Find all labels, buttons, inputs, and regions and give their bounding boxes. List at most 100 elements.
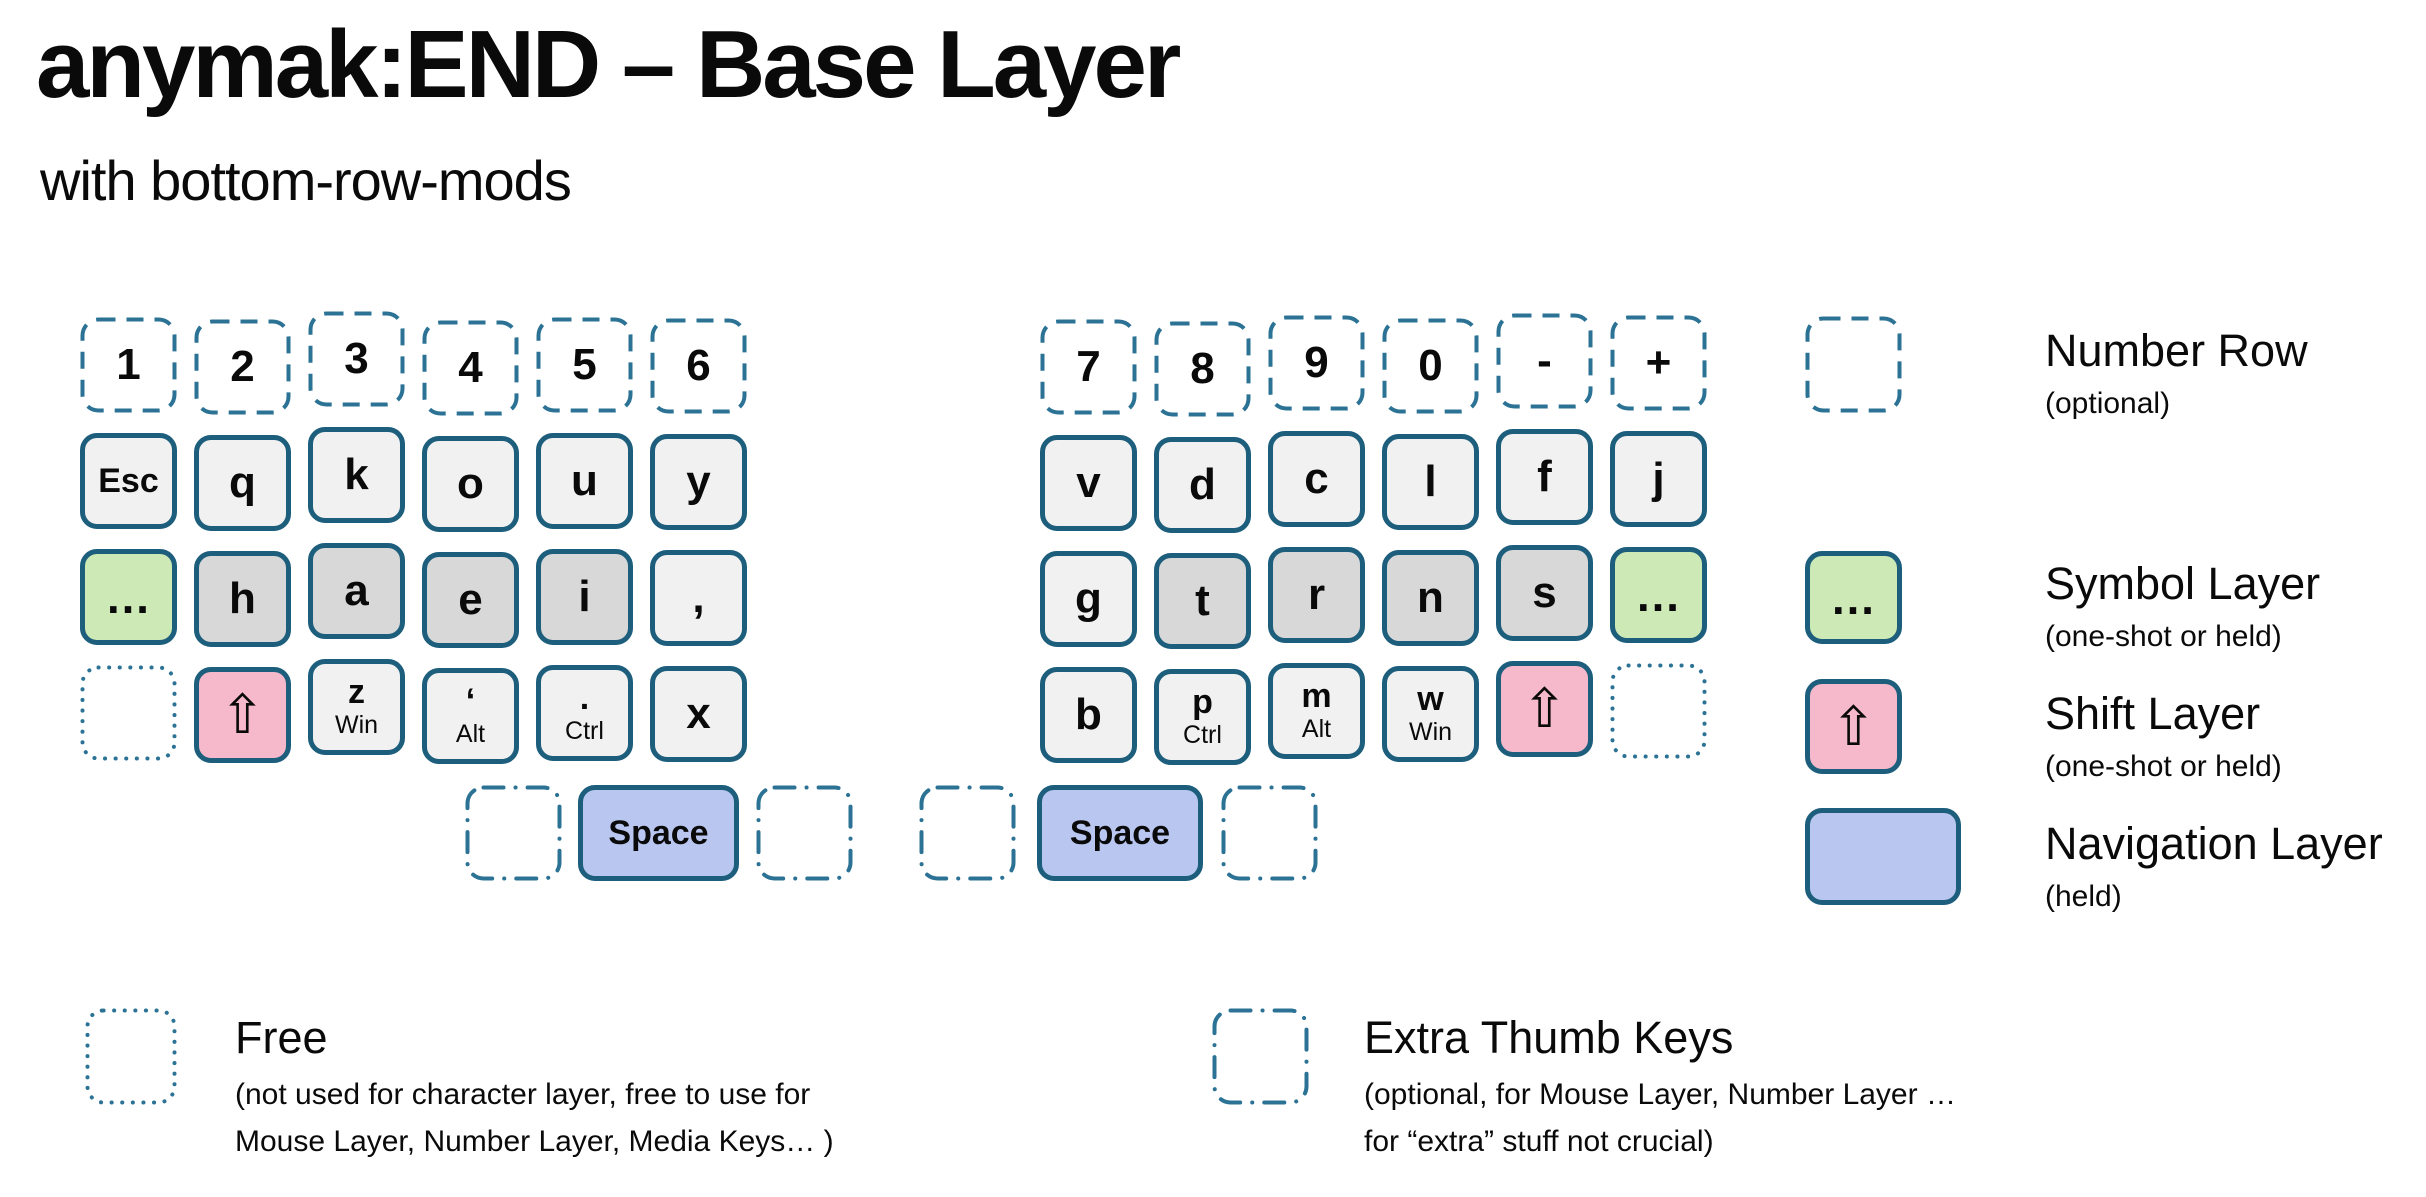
- key-label: s: [1532, 568, 1557, 617]
- key-label: o: [457, 459, 484, 508]
- key-label: 3: [344, 334, 369, 383]
- legend-swatch-number-row: [1805, 316, 1902, 413]
- legend-note: (optional): [2045, 387, 2171, 420]
- dotted-key-outline: [1610, 663, 1707, 759]
- key-0: 0: [1382, 318, 1479, 414]
- key-i: i: [536, 549, 633, 645]
- key-label: …: [1830, 571, 1877, 624]
- key-e: e: [422, 552, 519, 648]
- legend-note: (one-shot or held): [2045, 750, 2282, 783]
- footnote-note-line: (optional, for Mouse Layer, Number Layer…: [1364, 1078, 1956, 1111]
- key-label: Space: [608, 814, 709, 852]
- dashed-key-outline: [1268, 315, 1365, 411]
- key-label: 9: [1304, 338, 1329, 387]
- key-j: j: [1610, 431, 1707, 527]
- key-label: .: [579, 678, 590, 717]
- key-label: …: [105, 571, 152, 623]
- dashed-key-outline: [1040, 319, 1137, 415]
- key-label: i: [578, 572, 591, 621]
- dashdot-key-outline: [756, 785, 853, 881]
- dotted-key-outline: [80, 665, 177, 761]
- key-modifier-label: Alt: [455, 719, 486, 748]
- key-label: z: [348, 672, 365, 711]
- key-5: 5: [536, 317, 633, 413]
- dashed-key-outline: [80, 317, 177, 413]
- key-plus: +: [1610, 315, 1707, 411]
- key-modifier-label: Win: [334, 710, 379, 739]
- key-label: -: [1537, 336, 1552, 385]
- legend-note: (held): [2045, 880, 2122, 913]
- key-label: b: [1075, 690, 1102, 739]
- key-space-left: Space: [578, 785, 739, 881]
- legend-navigation-layer: Navigation Layer (held): [2045, 818, 2383, 914]
- dashed-key-outline: [1496, 313, 1593, 409]
- key-free: [80, 665, 177, 761]
- key-label: a: [344, 566, 369, 615]
- key-label: u: [571, 456, 598, 505]
- dashed-key-outline: [194, 319, 291, 415]
- key-shift-right: ⇧: [1496, 661, 1593, 757]
- key-label: w: [1417, 679, 1444, 718]
- key-label: ⇧: [1521, 679, 1568, 739]
- dashed-key-outline: [1805, 316, 1902, 413]
- key-esc: Esc: [80, 433, 177, 529]
- key-r: r: [1268, 547, 1365, 643]
- dashed-key-outline: [422, 320, 519, 416]
- key-symbol-layer: …: [1610, 547, 1707, 643]
- key-label: 1: [116, 340, 141, 389]
- key-label: x: [686, 689, 711, 738]
- dotted-key-outline: [85, 1008, 177, 1105]
- key-label: Esc: [98, 462, 159, 500]
- key-modifier-label: Win: [1408, 717, 1453, 746]
- key-t: t: [1154, 553, 1251, 649]
- key-space-right: Space: [1037, 785, 1203, 881]
- key-label: q: [229, 458, 256, 507]
- key-shift-left: ⇧: [194, 667, 291, 763]
- key-l: l: [1382, 434, 1479, 530]
- key-v: v: [1040, 435, 1137, 531]
- key-label: d: [1189, 460, 1216, 509]
- key-label: h: [229, 574, 256, 623]
- key-b: b: [1040, 667, 1137, 763]
- key-label: f: [1537, 452, 1552, 501]
- footnote-note-line: Mouse Layer, Number Layer, Media Keys… ): [235, 1124, 834, 1158]
- key-q: q: [194, 435, 291, 531]
- key-label: l: [1424, 457, 1437, 506]
- key-label: p: [1192, 682, 1213, 721]
- footnote-note-line: (not used for character layer, free to u…: [235, 1078, 811, 1111]
- key-label: v: [1076, 458, 1101, 507]
- key-free: [1610, 663, 1707, 759]
- footnote-free: Free (not used for character layer, free…: [235, 1012, 834, 1165]
- key-label: n: [1417, 573, 1444, 622]
- key-period-ctrl: .Ctrl: [536, 665, 633, 761]
- dashed-key-outline: [650, 318, 747, 414]
- dashdot-key-outline: [919, 785, 1016, 881]
- key-label: 8: [1190, 344, 1215, 393]
- legend-note: (one-shot or held): [2045, 620, 2282, 653]
- legend-title: Symbol Layer: [2045, 558, 2321, 609]
- key-9: 9: [1268, 315, 1365, 411]
- key-label: Space: [1069, 814, 1171, 852]
- key-label: m: [1301, 676, 1332, 715]
- dashed-key-outline: [308, 311, 405, 407]
- footnote-note: (not used for character layer, free to u…: [235, 1072, 834, 1165]
- key-1: 1: [80, 317, 177, 413]
- key-label: g: [1075, 574, 1102, 623]
- key-label: 7: [1076, 342, 1101, 391]
- key-label: 6: [686, 341, 711, 390]
- key-label: c: [1304, 454, 1329, 503]
- dashed-key-outline: [1382, 318, 1479, 414]
- key-label: ⇧: [1830, 696, 1877, 757]
- footnote-swatch-extra-thumb-keys: [1212, 1008, 1309, 1105]
- dashdot-key-outline: [1212, 1008, 1309, 1105]
- footnote-title: Extra Thumb Keys: [1364, 1012, 1734, 1063]
- key-k: k: [308, 427, 405, 523]
- key-extra-thumb: [1221, 785, 1318, 881]
- key-label: t: [1195, 576, 1210, 625]
- legend-title: Number Row: [2045, 325, 2308, 376]
